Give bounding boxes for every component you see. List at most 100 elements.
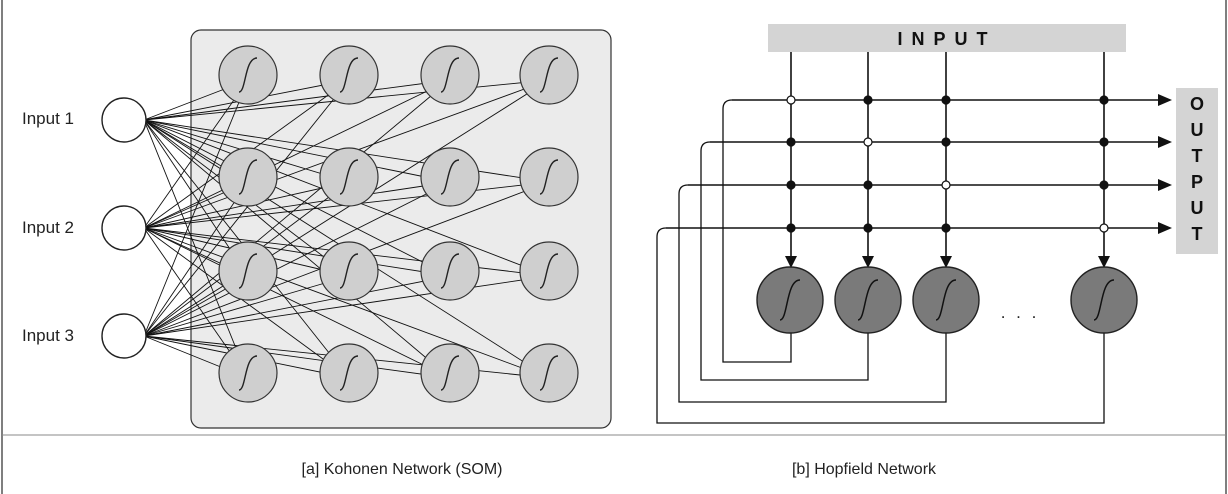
connection-input-1	[143, 119, 451, 183]
som-neuron	[319, 343, 379, 403]
junction-dot	[1099, 180, 1109, 190]
connection-input-3	[143, 79, 249, 337]
som-input-nodes	[101, 97, 147, 359]
sigmoid-icon	[935, 279, 957, 321]
feedback-path-4	[656, 227, 1105, 424]
junction-dot	[786, 180, 796, 190]
connection-input-2	[143, 181, 451, 229]
sigmoid-icon	[440, 159, 460, 195]
hopfield-neuron	[912, 266, 980, 334]
junction-dot	[863, 180, 873, 190]
junction-dot	[786, 223, 796, 233]
som-neuron	[519, 147, 579, 207]
input-bar	[768, 24, 1126, 52]
output-letter: T	[1192, 224, 1203, 244]
sigmoid-icon	[1093, 279, 1115, 321]
hopfield-neuron-circle	[1070, 266, 1138, 334]
hopfield-neuron-circle	[756, 266, 824, 334]
som-neuron-circle	[519, 147, 579, 207]
som-neuron	[218, 147, 278, 207]
som-neuron	[218, 343, 278, 403]
output-letter: T	[1192, 146, 1203, 166]
sigmoid-icon	[339, 355, 359, 391]
junction-dot	[786, 137, 796, 147]
input-2-node	[101, 205, 147, 251]
sigmoid-icon	[779, 279, 801, 321]
som-neuron	[420, 147, 480, 207]
junction-dot	[863, 95, 873, 105]
connection-input-3	[143, 181, 451, 337]
output-letter: U	[1191, 120, 1204, 140]
sigmoid-icon	[857, 279, 879, 321]
arrow-head	[1158, 179, 1172, 191]
ellipsis: . . .	[1001, 303, 1040, 322]
som-neuron	[420, 45, 480, 105]
sigmoid-icon	[539, 355, 559, 391]
open-junction	[786, 95, 796, 105]
som-neuron-circle	[218, 45, 278, 105]
connection-input-3	[143, 79, 451, 337]
som-neuron-circle	[319, 45, 379, 105]
connection-input-2	[143, 79, 249, 229]
input-1-label: Input 1	[22, 109, 74, 128]
open-junction	[941, 180, 951, 190]
arrow-head	[1158, 222, 1172, 234]
connection-input-1	[143, 119, 451, 379]
arrow-head	[862, 256, 874, 268]
open-junction	[1099, 223, 1109, 233]
connection-input-2	[143, 227, 451, 277]
input-3-label: Input 3	[22, 326, 74, 345]
sigmoid-icon	[440, 355, 460, 391]
output-letter: P	[1191, 172, 1203, 192]
hopfield-neuron	[756, 266, 824, 334]
junction-dot	[863, 223, 873, 233]
som-neuron	[420, 241, 480, 301]
connection-input-3	[143, 181, 249, 337]
som-neuron	[319, 241, 379, 301]
hopfield-neuron-circle	[834, 266, 902, 334]
sigmoid-icon	[238, 57, 258, 93]
hopfield-junctions	[786, 95, 1109, 233]
som-neuron-circle	[519, 343, 579, 403]
output-letter: O	[1190, 94, 1204, 114]
sigmoid-icon	[339, 57, 359, 93]
open-junction	[863, 137, 873, 147]
hopfield-neuron	[834, 266, 902, 334]
som-neuron	[319, 147, 379, 207]
sigmoid-icon	[238, 355, 258, 391]
connection-input-3	[143, 335, 451, 379]
som-neuron-circle	[420, 147, 480, 207]
som-neuron	[420, 343, 480, 403]
som-neuron-circle	[519, 45, 579, 105]
som-panel	[190, 29, 612, 429]
sigmoid-icon	[539, 57, 559, 93]
sigmoid-icon	[539, 253, 559, 289]
input-1-node	[101, 97, 147, 143]
junction-dot	[1099, 95, 1109, 105]
kohonen-caption: [a] Kohonen Network (SOM)	[302, 461, 503, 478]
sigmoid-icon	[440, 253, 460, 289]
connection-input-3	[143, 79, 550, 337]
som-neuron-circle	[218, 147, 278, 207]
connection-input-1	[143, 119, 249, 379]
input-2-label: Input 2	[22, 218, 74, 237]
arrow-head	[1158, 94, 1172, 106]
som-neuron-circle	[519, 241, 579, 301]
som-neuron	[519, 241, 579, 301]
hopfield-caption: [b] Hopfield Network	[792, 461, 937, 478]
connection-input-2	[143, 79, 451, 229]
connection-input-2	[143, 227, 550, 379]
junction-dot	[941, 95, 951, 105]
feedback-path-2	[700, 141, 869, 381]
connection-input-1	[143, 119, 451, 277]
sigmoid-icon	[238, 253, 258, 289]
output-letter: U	[1191, 198, 1204, 218]
connection-input-3	[143, 275, 550, 337]
output-bar	[1176, 88, 1218, 254]
connection-input-3	[143, 79, 350, 337]
hopfield-neuron-circle	[912, 266, 980, 334]
